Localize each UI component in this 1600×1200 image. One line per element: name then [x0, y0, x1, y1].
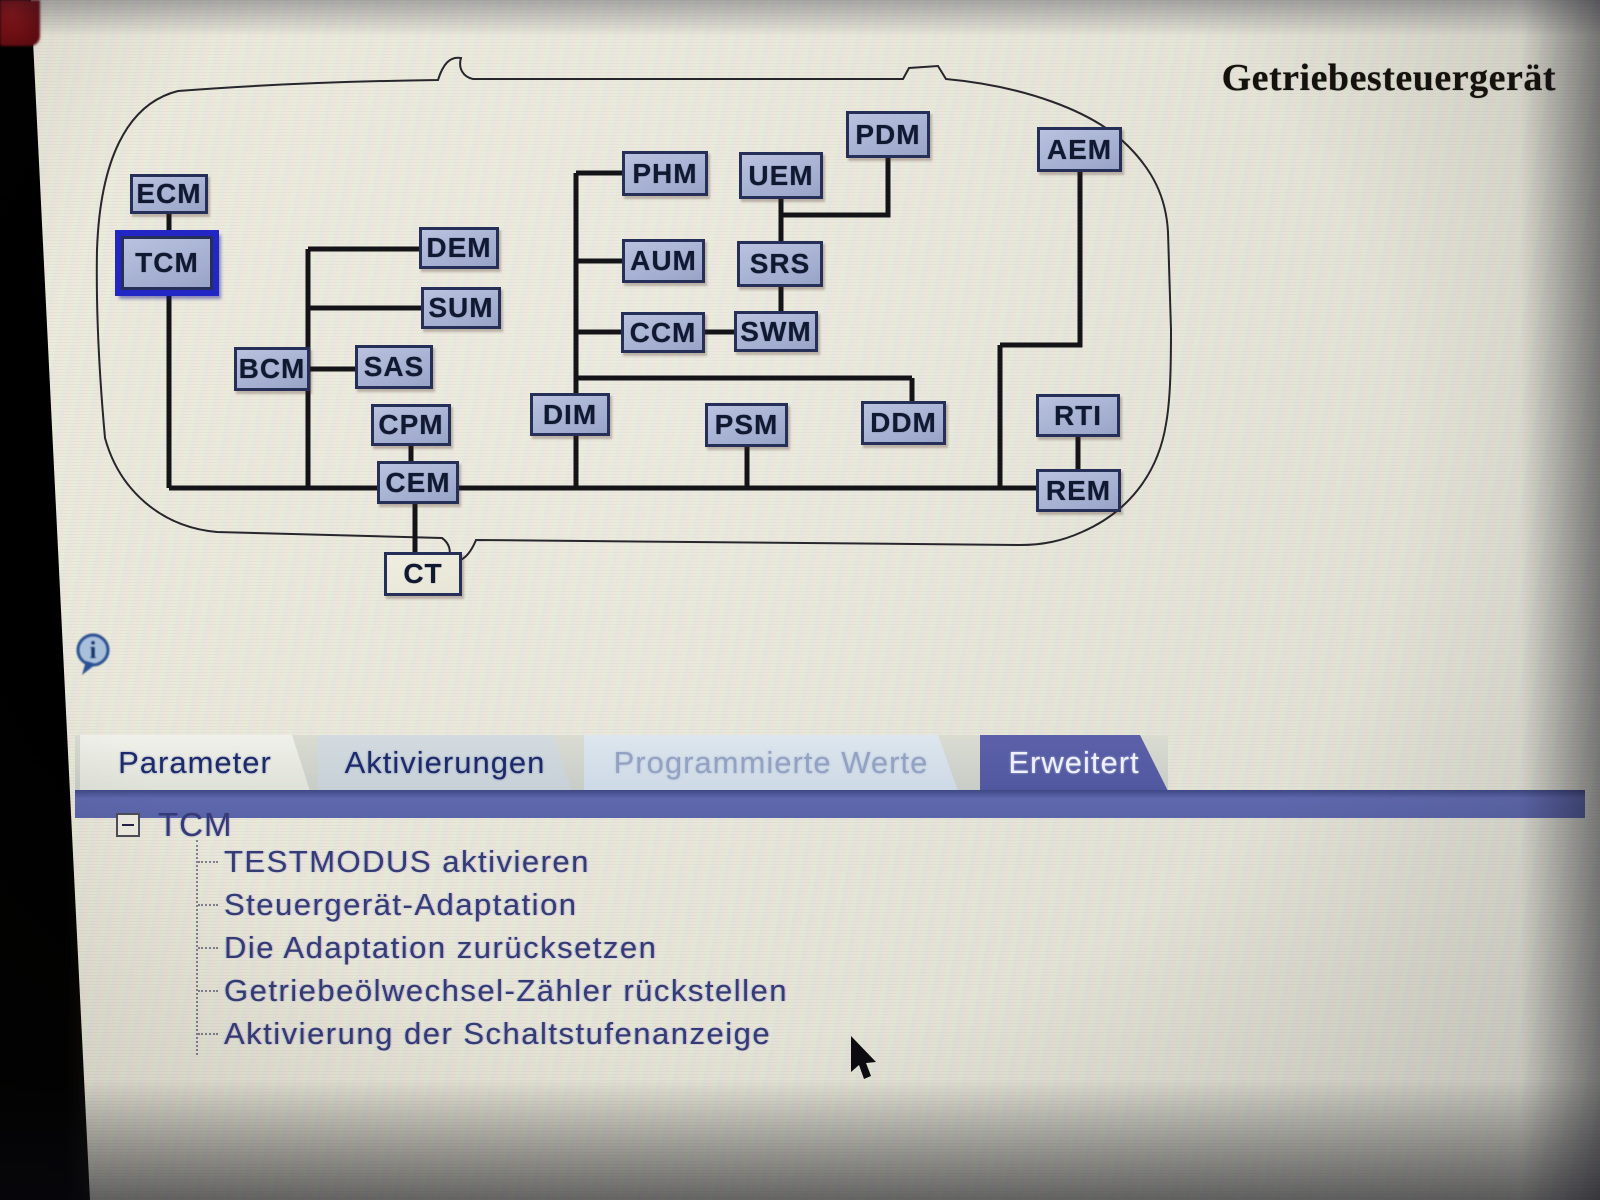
info-icon-glyph: i — [90, 638, 97, 664]
mouse-arrow-icon — [850, 1036, 880, 1091]
module-box-sas[interactable]: SAS — [355, 345, 433, 389]
tree-item[interactable]: Getriebeölwechsel-Zähler rückstellen — [198, 969, 788, 1012]
tree-item[interactable]: Aktivierung der Schaltstufenanzeige — [198, 1012, 788, 1055]
tree-branch-line — [198, 946, 218, 949]
tree-item-label: Aktivierung der Schaltstufenanzeige — [224, 1015, 772, 1051]
tab-programmierte-werte[interactable]: Programmierte Werte — [584, 735, 958, 791]
tree-item[interactable]: Steuergerät-Adaptation — [198, 883, 788, 926]
tree-item-label: Die Adaptation zurücksetzen — [224, 929, 658, 965]
module-box-sum[interactable]: SUM — [421, 287, 501, 329]
tab-parameter[interactable]: Parameter — [80, 735, 310, 791]
tab-erweitert-selected[interactable]: Erweitert — [980, 735, 1168, 791]
module-box-srs[interactable]: SRS — [737, 241, 823, 287]
minus-box-icon[interactable] — [116, 813, 140, 837]
page-title: Getriebesteuergerät — [1221, 57, 1556, 99]
tree-branch-line — [198, 860, 218, 863]
tree-item[interactable]: Die Adaptation zurücksetzen — [198, 926, 788, 969]
module-box-aum[interactable]: AUM — [622, 239, 705, 283]
tree-root-tcm[interactable]: TCM — [116, 806, 232, 844]
module-box-phm[interactable]: PHM — [622, 151, 708, 196]
module-box-dim[interactable]: DIM — [530, 393, 610, 436]
tree-branch-line — [198, 903, 218, 906]
tree-item-label: Steuergerät-Adaptation — [224, 886, 578, 922]
module-box-rti[interactable]: RTI — [1036, 394, 1120, 437]
module-box-ecm[interactable]: ECM — [130, 174, 208, 214]
module-box-tcm[interactable]: TCM — [121, 236, 213, 290]
selected-tab-bar — [75, 790, 1585, 818]
module-box-ddm[interactable]: DDM — [861, 401, 946, 445]
photo-red-corner-artifact — [0, 0, 40, 46]
tree-branch-line — [198, 989, 218, 992]
tree-item[interactable]: TESTMODUS aktivieren — [198, 840, 788, 883]
tree-branch-line — [198, 1032, 218, 1035]
module-box-cpm[interactable]: CPM — [371, 404, 451, 446]
module-box-aem[interactable]: AEM — [1037, 127, 1122, 172]
module-box-ct[interactable]: CT — [384, 552, 462, 596]
module-box-rem[interactable]: REM — [1036, 469, 1121, 512]
module-box-swm[interactable]: SWM — [734, 311, 818, 352]
info-balloon-icon[interactable]: i — [72, 630, 114, 685]
module-box-cem[interactable]: CEM — [377, 461, 459, 504]
module-box-ccm[interactable]: CCM — [621, 312, 705, 353]
module-box-pdm[interactable]: PDM — [846, 111, 930, 158]
module-box-uem[interactable]: UEM — [739, 152, 823, 199]
module-box-dem[interactable]: DEM — [419, 227, 499, 269]
module-box-psm[interactable]: PSM — [705, 403, 788, 447]
tree-item-label: Getriebeölwechsel-Zähler rückstellen — [224, 972, 789, 1008]
tree-item-label: TESTMODUS aktivieren — [224, 843, 590, 879]
tab-strip: Parameter Aktivierungen Programmierte We… — [75, 735, 1168, 791]
tab-aktivierungen[interactable]: Aktivierungen — [318, 735, 572, 791]
tree-root-label: TCM — [158, 806, 233, 843]
module-box-bcm[interactable]: BCM — [234, 347, 310, 391]
